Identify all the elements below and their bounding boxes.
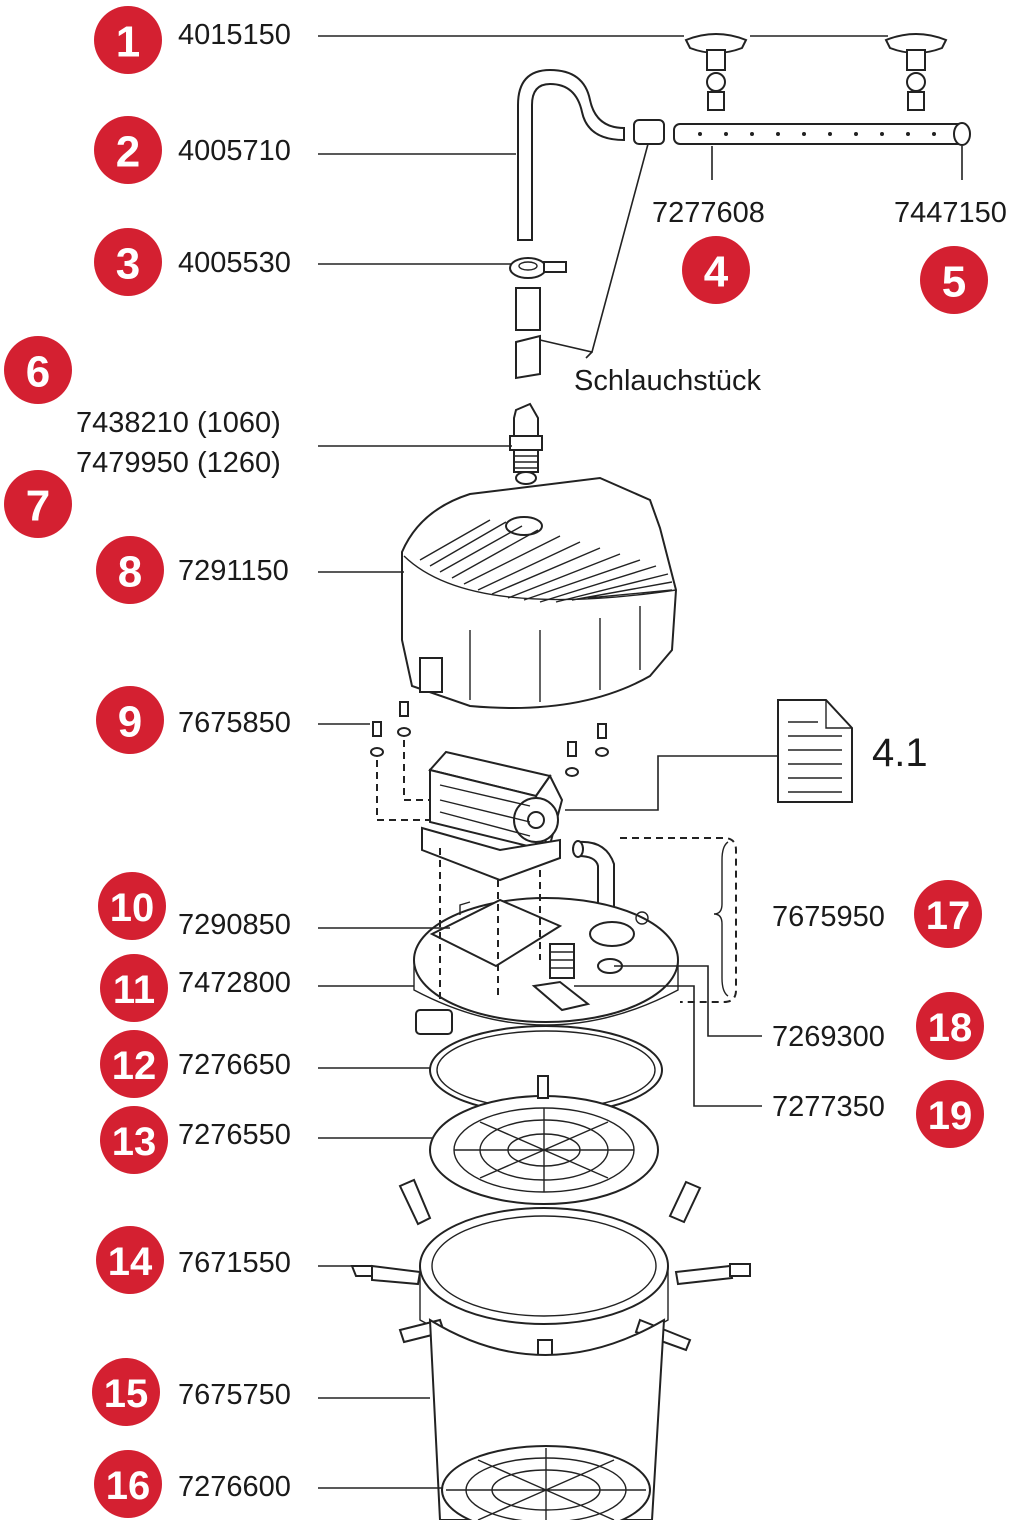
outlet-pipe <box>517 68 625 241</box>
svg-text:7: 7 <box>26 482 50 531</box>
part-11-code: 7472800 <box>178 967 291 999</box>
badge-15: 15 <box>92 1358 160 1426</box>
svg-text:18: 18 <box>928 1006 973 1050</box>
number-badges: 1 2 3 4 5 6 7 8 9 10 11 12 13 14 15 16 1… <box>4 6 988 1518</box>
spray-bar-end-cap <box>953 122 971 146</box>
doc-ref-label: 4.1 <box>872 731 928 775</box>
svg-text:6: 6 <box>26 348 50 397</box>
svg-text:4: 4 <box>704 248 729 297</box>
badge-6: 6 <box>4 336 72 404</box>
svg-text:3: 3 <box>116 240 140 289</box>
bottom-grid <box>441 1445 651 1520</box>
badge-1: 1 <box>94 6 162 74</box>
part-7-code: 7479950 (1260) <box>76 447 281 479</box>
part-17-code: 7675950 <box>772 901 885 933</box>
part-19-code: 7277350 <box>772 1091 885 1123</box>
svg-text:12: 12 <box>112 1044 157 1088</box>
part-12-code: 7276650 <box>178 1049 291 1081</box>
part-1-code: 4015150 <box>178 19 291 51</box>
leader-lines <box>318 35 963 1489</box>
badge-13: 13 <box>100 1106 168 1174</box>
badge-5: 5 <box>920 246 988 314</box>
badge-10: 10 <box>98 872 166 940</box>
svg-text:14: 14 <box>108 1240 153 1284</box>
pipe-connector <box>633 119 665 145</box>
svg-text:17: 17 <box>926 894 971 938</box>
svg-text:9: 9 <box>118 698 142 747</box>
connector-dashed-path <box>620 837 737 1003</box>
badge-12: 12 <box>100 1030 168 1098</box>
suction-cup-left <box>684 33 748 111</box>
spray-bar <box>673 123 965 145</box>
svg-text:13: 13 <box>112 1120 157 1164</box>
part-9-code: 7675850 <box>178 707 291 739</box>
badge-8: 8 <box>96 536 164 604</box>
suction-cup-right <box>884 33 948 111</box>
badge-9: 9 <box>96 686 164 754</box>
badge-11: 11 <box>100 954 168 1022</box>
badge-16: 16 <box>94 1450 162 1518</box>
badge-18: 18 <box>916 992 984 1060</box>
svg-text:8: 8 <box>118 548 142 597</box>
filter-lid <box>413 897 679 1035</box>
svg-text:16: 16 <box>106 1464 151 1508</box>
screw-set <box>370 701 609 821</box>
badge-2: 2 <box>94 116 162 184</box>
hose-piece-upper <box>515 287 541 331</box>
part-16-code: 7276600 <box>178 1471 291 1503</box>
pump-cover <box>401 476 678 709</box>
svg-text:15: 15 <box>104 1372 149 1416</box>
elbow-connector <box>572 840 615 909</box>
part-6-code: 7438210 (1060) <box>76 407 281 439</box>
document-icon <box>777 699 853 803</box>
hose-piece-lower <box>515 334 541 380</box>
brace-17 <box>713 841 729 997</box>
part-4-code: 7277608 <box>652 197 765 229</box>
part-13-code: 7276550 <box>178 1119 291 1151</box>
badge-14: 14 <box>96 1226 164 1294</box>
svg-text:11: 11 <box>113 968 155 1012</box>
part-8-code: 7291150 <box>178 555 289 587</box>
badge-17: 17 <box>914 880 982 948</box>
part-18-code: 7269300 <box>772 1021 885 1053</box>
svg-text:2: 2 <box>116 128 140 177</box>
part-numbers: 4015150 4005710 4005530 7277608 7447150 … <box>76 19 1007 1503</box>
badge-4: 4 <box>682 236 750 304</box>
part-2-code: 4005710 <box>178 135 291 167</box>
pump-motor <box>421 750 564 882</box>
part-10-code: 7290850 <box>178 909 291 941</box>
svg-text:10: 10 <box>110 886 155 930</box>
part-15-code: 7675750 <box>178 1379 291 1411</box>
part-14-code: 7671550 <box>178 1247 291 1279</box>
svg-text:1: 1 <box>116 18 140 67</box>
screw-dashed-guides <box>439 848 541 1000</box>
part-3-code: 4005530 <box>178 247 291 279</box>
svg-text:19: 19 <box>928 1094 973 1138</box>
doc-leader-line <box>565 755 778 811</box>
hose-piece-label: Schlauchstück <box>574 365 761 397</box>
outlet-nozzle <box>509 402 543 485</box>
part-5-code: 7447150 <box>894 197 1007 229</box>
svg-text:5: 5 <box>942 258 966 307</box>
badge-3: 3 <box>94 228 162 296</box>
badge-19: 19 <box>916 1080 984 1148</box>
top-grid <box>429 1075 659 1205</box>
badge-7: 7 <box>4 470 72 538</box>
pipe-clamp <box>509 257 567 279</box>
